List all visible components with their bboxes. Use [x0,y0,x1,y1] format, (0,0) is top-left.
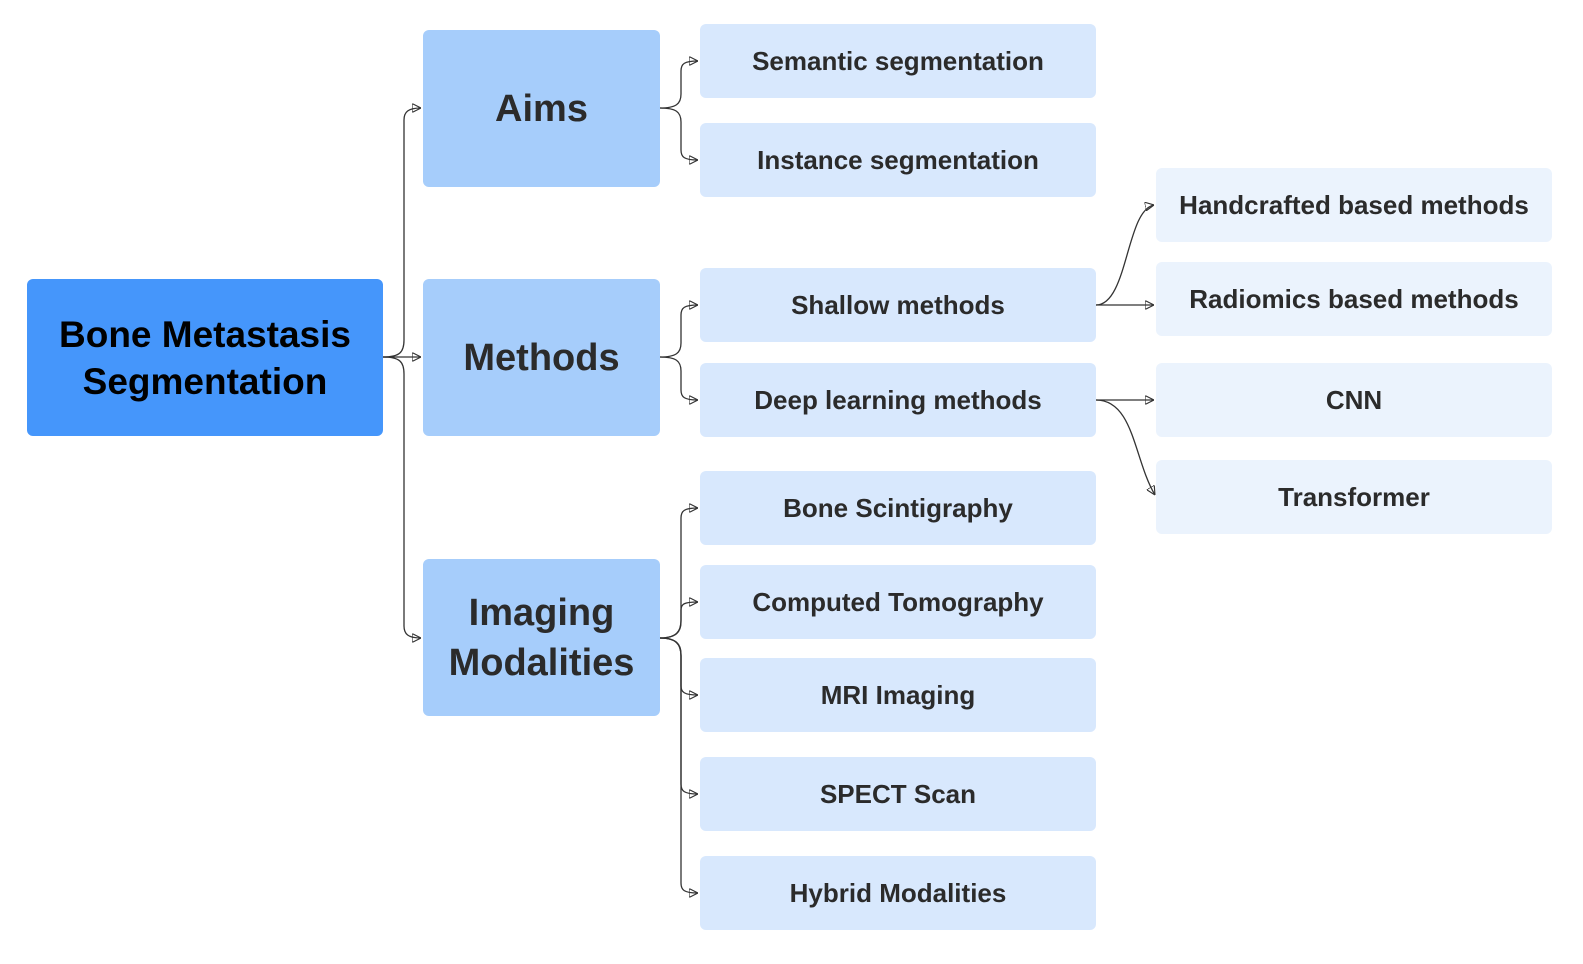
aim-instance-segmentation-node: Instance segmentation [700,123,1096,197]
edge-imaging-hybrid [659,637,698,893]
root-title-line2: Segmentation [82,360,328,402]
leaf-cnn-node: CNN [1156,363,1552,437]
modality-bone-scintigraphy-node: Bone Scintigraphy [700,471,1096,545]
leaf-transformer-label: Transformer [1278,481,1430,512]
leaf-radiomics-methods-node: Radiomics based methods [1156,262,1552,336]
category-methods-node: Methods [423,279,660,436]
method-shallow-node: Shallow methods [700,268,1096,342]
category-imaging-modalities-node: Imaging Modalities [423,559,660,716]
leaf-cnn-label: CNN [1325,384,1383,415]
edge-deep-transformer [1095,399,1155,495]
modality-spect-scan-label: SPECT Scan [819,778,977,809]
modality-hybrid-node: Hybrid Modalities [700,856,1096,930]
category-aims-node: Aims [423,30,660,187]
root-node: Bone Metastasis Segmentation [27,279,383,436]
modality-hybrid-label: Hybrid Modalities [789,877,1007,908]
edge-root-aims [382,108,421,358]
category-aims-label: Aims [495,87,588,130]
method-deep-learning-label: Deep learning methods [754,384,1042,415]
leaf-handcrafted-methods-node: Handcrafted based methods [1156,168,1552,242]
leaf-transformer-node: Transformer [1156,460,1552,534]
root-title-line1: Bone Metastasis [59,313,351,355]
method-shallow-label: Shallow methods [791,289,1005,320]
modality-bone-scintigraphy-label: Bone Scintigraphy [783,492,1013,523]
aim-semantic-segmentation-node: Semantic segmentation [700,24,1096,98]
edge-methods-shallow [659,305,698,358]
modality-computed-tomography-label: Computed Tomography [752,586,1044,617]
aim-semantic-segmentation-label: Semantic segmentation [752,45,1044,76]
edge-imaging-ct [659,602,698,639]
edge-imaging-spect [659,637,698,794]
leaf-radiomics-methods-label: Radiomics based methods [1189,283,1519,314]
edge-aims-semantic [659,61,698,109]
edge-imaging-bone [659,508,698,639]
edge-methods-deep [659,356,698,400]
edge-aims-instance [659,107,698,160]
edge-shallow-handcrafted [1095,205,1154,306]
modality-computed-tomography-node: Computed Tomography [700,565,1096,639]
modality-mri-imaging-label: MRI Imaging [820,679,976,710]
modality-spect-scan-node: SPECT Scan [700,757,1096,831]
modality-mri-imaging-node: MRI Imaging [700,658,1096,732]
edge-root-imaging [382,356,421,638]
category-imaging-label-line2: Modalities [448,641,635,684]
method-deep-learning-node: Deep learning methods [700,363,1096,437]
category-imaging-label-line1: Imaging [468,591,615,634]
leaf-handcrafted-methods-label: Handcrafted based methods [1179,189,1529,220]
category-methods-label: Methods [463,336,620,379]
aim-instance-segmentation-label: Instance segmentation [757,144,1039,175]
